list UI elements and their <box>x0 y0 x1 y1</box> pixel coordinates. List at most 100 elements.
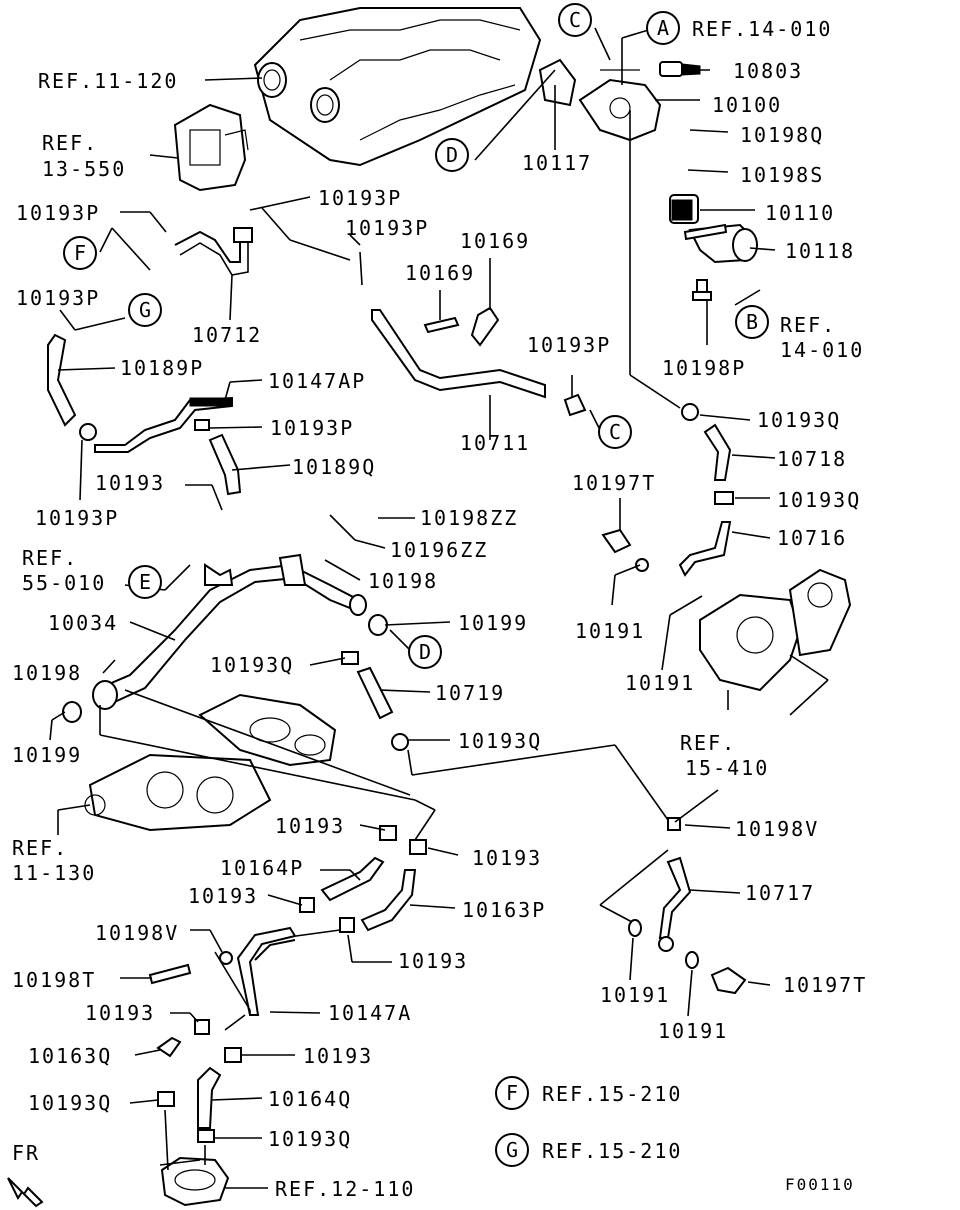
thermostat-part-10803 <box>659 61 701 77</box>
label-10191-b: 10191 <box>625 671 695 695</box>
label-10198V-r: 10198V <box>735 817 819 841</box>
label-10191-a: 10191 <box>575 619 645 643</box>
label-10711: 10711 <box>460 431 530 455</box>
clamp-10193P-right <box>563 393 587 417</box>
hose-10719 <box>341 651 409 751</box>
hose-10163Q <box>156 1019 242 1063</box>
label-10716: 10716 <box>777 526 847 550</box>
label-10193-e: 10193 <box>85 1001 155 1025</box>
label-10193P-bl: 10193P <box>35 506 119 530</box>
water-outlet-housing-drawing <box>538 58 662 142</box>
label-10193P-mid: 10193P <box>345 216 429 240</box>
label-10196ZZ: 10196ZZ <box>390 538 488 562</box>
label-10147AP: 10147AP <box>268 369 366 393</box>
bolt-10197T-bottom <box>710 966 747 995</box>
label-ref-g: REF.15-210 <box>542 1139 682 1163</box>
label-10803: 10803 <box>733 59 803 83</box>
label-10197T-bot: 10197T <box>783 973 867 997</box>
label-10169-b: 10169 <box>405 261 475 285</box>
label-10193-f: 10193 <box>303 1044 373 1068</box>
label-ref-13-550-line1: REF. <box>42 131 98 155</box>
label-ref-11-120: REF.11-120 <box>38 69 178 93</box>
label-10717: 10717 <box>745 881 815 905</box>
label-10163P: 10163P <box>462 898 546 922</box>
label-10100: 10100 <box>712 93 782 117</box>
hose-10712 <box>174 227 253 276</box>
front-arrow-icon <box>7 1177 44 1208</box>
label-10189P: 10189P <box>120 356 204 380</box>
label-10198-left: 10198 <box>12 661 82 685</box>
cylinder-head-drawing <box>253 7 542 167</box>
label-10193Q-c: 10193Q <box>458 729 542 753</box>
callout-C-top: C <box>558 3 592 37</box>
label-ref-55-010-line2: 55-010 <box>22 571 106 595</box>
callout-F-bottom-letter: F <box>506 1081 518 1105</box>
callout-E: E <box>128 565 162 599</box>
callout-E-letter: E <box>139 570 151 594</box>
callout-D-top: D <box>435 138 469 172</box>
callout-B-letter: B <box>746 310 758 334</box>
pipe-10034 <box>92 553 367 710</box>
label-10193Q-e: 10193Q <box>268 1127 352 1151</box>
callout-D-mid-letter: D <box>419 640 431 664</box>
label-10198S: 10198S <box>740 163 824 187</box>
ref-13-550-bracket-drawing <box>173 103 249 192</box>
label-10169-a: 10169 <box>460 229 530 253</box>
label-10147A: 10147A <box>328 1001 412 1025</box>
label-ref-55-010-line1: REF. <box>22 546 78 570</box>
label-10193: 10193 <box>95 471 165 495</box>
label-10193-d: 10193 <box>398 949 468 973</box>
hose-10164Q <box>157 1066 222 1143</box>
label-10193Q-d: 10193Q <box>28 1091 112 1115</box>
clip-10169 <box>470 306 500 347</box>
label-ref-11-130-line2: 11-130 <box>12 861 96 885</box>
elbow-part-10118 <box>683 223 758 264</box>
o-ring-10191-bottom <box>628 919 699 969</box>
bolt-10197T-top <box>601 528 649 572</box>
callout-C-top-letter: C <box>569 8 581 32</box>
label-ref-14-010-a: REF.14-010 <box>692 17 832 41</box>
label-10198V-l: 10198V <box>95 921 179 945</box>
leader-lines <box>49 27 829 1189</box>
oil-filter-housing-drawing <box>160 1156 230 1207</box>
label-10199-mid: 10199 <box>458 611 528 635</box>
label-10193P-g: 10193P <box>16 286 100 310</box>
label-10193P-left: 10193P <box>16 201 100 225</box>
label-10193Q-mid: 10193Q <box>210 653 294 677</box>
label-10198ZZ: 10198ZZ <box>420 506 518 530</box>
pipe-10717 <box>658 817 692 952</box>
switch-part-10110 <box>669 194 699 224</box>
pipe-10716 <box>678 491 734 577</box>
label-10110: 10110 <box>765 201 835 225</box>
label-10193-c: 10193 <box>188 884 258 908</box>
label-10164P: 10164P <box>220 856 304 880</box>
label-10198-mid: 10198 <box>368 569 438 593</box>
label-10189Q: 10189Q <box>292 455 376 479</box>
label-10199-left: 10199 <box>12 743 82 767</box>
callout-D-top-letter: D <box>446 143 458 167</box>
fr-label: FR <box>12 1141 40 1165</box>
hose-10163P <box>339 825 427 933</box>
label-10191-c: 10191 <box>600 983 670 1007</box>
label-10034: 10034 <box>48 611 118 635</box>
label-10193P-clamp: 10193P <box>527 333 611 357</box>
label-ref-13-550-line2: 13-550 <box>42 157 126 181</box>
callout-A: A <box>646 11 680 45</box>
callout-G-bottom: G <box>495 1133 529 1167</box>
label-ref-12-110: REF.12-110 <box>275 1177 415 1201</box>
bolt-10198T <box>148 963 192 985</box>
label-10193Q-top: 10193Q <box>757 408 841 432</box>
label-10712: 10712 <box>192 323 262 347</box>
pipe-10147A <box>219 926 297 1016</box>
label-10118: 10118 <box>785 239 855 263</box>
label-ref-11-130-line1: REF. <box>12 836 68 860</box>
callout-F-left: F <box>63 236 97 270</box>
callout-F-bottom: F <box>495 1076 529 1110</box>
pin-10169 <box>423 316 460 334</box>
label-ref-15-410-line1: REF. <box>680 731 736 755</box>
o-ring-10199-mid <box>368 614 388 636</box>
callout-G-left: G <box>128 293 162 327</box>
label-10163Q: 10163Q <box>28 1044 112 1068</box>
diagram-code: F00110 <box>785 1175 855 1194</box>
